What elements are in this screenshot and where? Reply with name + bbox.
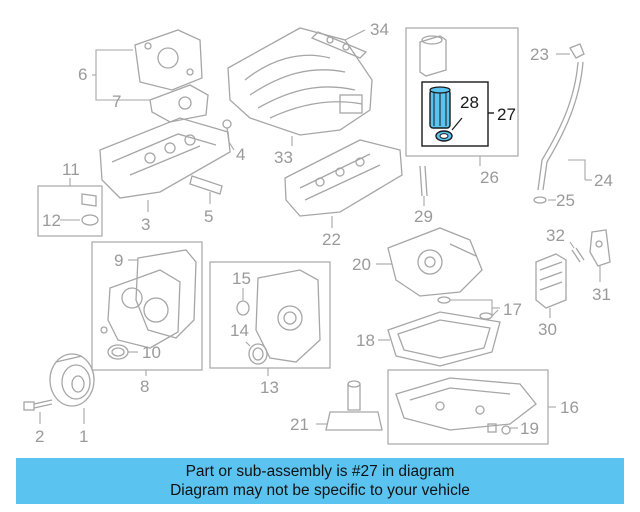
callout-23: 23: [530, 45, 549, 64]
callout-16: 16: [560, 398, 579, 417]
callout-31: 31: [592, 285, 611, 304]
group-box-26: [405, 27, 519, 157]
part-32-bolt[interactable]: [571, 247, 585, 263]
callout-20: 20: [352, 255, 371, 274]
group-box-13: [209, 261, 331, 369]
part-25-seal[interactable]: [533, 196, 547, 204]
part-26-filter-housing[interactable]: [419, 35, 447, 77]
part-10-seal[interactable]: [107, 344, 129, 360]
callout-2: 2: [35, 427, 44, 446]
callout-24: 24: [594, 171, 613, 190]
parts-diagram: 6 7 3 4 5 11 12: [23, 20, 613, 446]
callout-3: 3: [141, 215, 150, 234]
part-23-dipstick-handle[interactable]: [569, 43, 585, 59]
part-24-dipstick-tube[interactable]: [537, 61, 584, 191]
part-11-cap[interactable]: [81, 193, 97, 207]
callout-22: 22: [322, 230, 341, 249]
part-21-oil-level-sensor[interactable]: [325, 380, 383, 431]
callout-14: 14: [230, 321, 249, 340]
callout-28: 28: [460, 93, 479, 112]
part-30-oil-cooler[interactable]: [535, 253, 567, 309]
part-16-oil-pan[interactable]: [395, 377, 537, 431]
callout-4: 4: [236, 145, 245, 164]
callout-15: 15: [232, 269, 251, 288]
callout-5: 5: [204, 207, 213, 226]
part-31-bracket[interactable]: [589, 229, 611, 267]
callout-29: 29: [414, 207, 433, 226]
callout-6: 6: [78, 65, 87, 84]
part-12-seal[interactable]: [81, 214, 99, 226]
banner-line-2: Diagram may not be specific to your vehi…: [170, 482, 470, 499]
part-34-gasket[interactable]: [310, 31, 368, 59]
part-15-plug[interactable]: [236, 300, 250, 316]
callout-12: 12: [42, 211, 61, 230]
callout-25: 25: [556, 191, 575, 210]
part-5-bracket[interactable]: [189, 175, 223, 195]
part-4-bolt[interactable]: [222, 119, 232, 143]
callout-32: 32: [546, 226, 565, 245]
part-13-engine-front-cover[interactable]: [255, 269, 321, 363]
callout-9: 9: [114, 251, 123, 270]
info-banner: Part or sub-assembly is #27 in diagram D…: [16, 458, 624, 504]
callout-8: 8: [140, 377, 149, 396]
group-box-27: [421, 81, 489, 147]
callout-34: 34: [370, 20, 389, 39]
part-18-oil-pan-gasket[interactable]: [387, 311, 501, 367]
callout-13: 13: [260, 378, 279, 397]
callout-7: 7: [112, 92, 121, 111]
banner-line-1: Part or sub-assembly is #27 in diagram: [185, 463, 455, 480]
part-22-oil-module[interactable]: [284, 139, 403, 217]
callout-33: 33: [274, 148, 293, 167]
part-20-oil-pump[interactable]: [387, 227, 483, 297]
callout-26: 26: [480, 168, 499, 187]
callout-19: 19: [520, 419, 539, 438]
callout-11: 11: [62, 160, 80, 179]
group-box-8: [91, 241, 203, 371]
part-28-filter-seal[interactable]: [435, 130, 453, 142]
callout-30: 30: [538, 320, 557, 339]
part-29-sensor[interactable]: [419, 165, 428, 197]
callout-21: 21: [290, 415, 309, 434]
part-8-cover[interactable]: [100, 269, 181, 349]
callout-1: 1: [79, 427, 88, 446]
part-9-gasket[interactable]: [135, 249, 197, 339]
callout-17: 17: [503, 300, 522, 319]
part-33-intake-manifold[interactable]: [227, 27, 373, 136]
part-27-oil-filter-element[interactable]: [429, 86, 451, 129]
part-2-pulley-bolt[interactable]: [23, 399, 53, 411]
callout-10: 10: [142, 343, 161, 362]
part-14-seal[interactable]: [248, 343, 268, 365]
part-19-drain-plug[interactable]: [487, 423, 511, 435]
callout-18: 18: [356, 331, 375, 350]
part-3-head-cover[interactable]: [99, 117, 231, 199]
callout-27: 27: [497, 105, 516, 124]
part-6-bracket[interactable]: [134, 29, 209, 123]
part-1-crank-pulley[interactable]: [49, 353, 95, 407]
